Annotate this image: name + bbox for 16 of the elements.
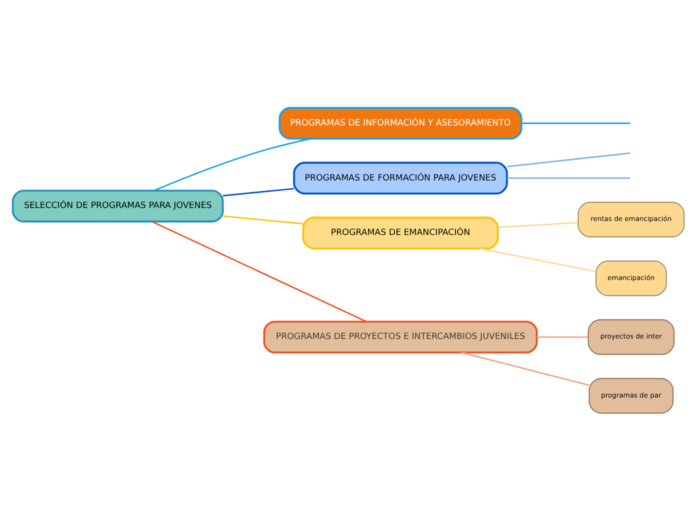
connector — [479, 247, 596, 272]
node-box: PROGRAMAS DE INFORMACIÓN Y ASESORAMIENTO — [278, 106, 522, 140]
connector — [222, 187, 294, 196]
node-box: SELECCIÓN DE PROGRAMAS PARA JOVENES — [12, 189, 224, 222]
connector — [536, 336, 588, 338]
connector — [154, 138, 311, 191]
connector — [507, 176, 630, 178]
connector — [498, 221, 578, 228]
connector — [222, 214, 304, 224]
node-box: PROGRAMAS DE FORMACIÓN PARA JOVENES — [293, 161, 508, 194]
connector — [522, 122, 630, 124]
connector — [507, 152, 630, 167]
node-box: PROGRAMAS DE PROYECTOS E INTERCAMBIOS JUVENILES — [263, 320, 538, 353]
connector — [461, 351, 590, 386]
node-box: PROGRAMAS DE EMANCIPACIÓN — [302, 216, 499, 249]
connector — [152, 220, 366, 322]
